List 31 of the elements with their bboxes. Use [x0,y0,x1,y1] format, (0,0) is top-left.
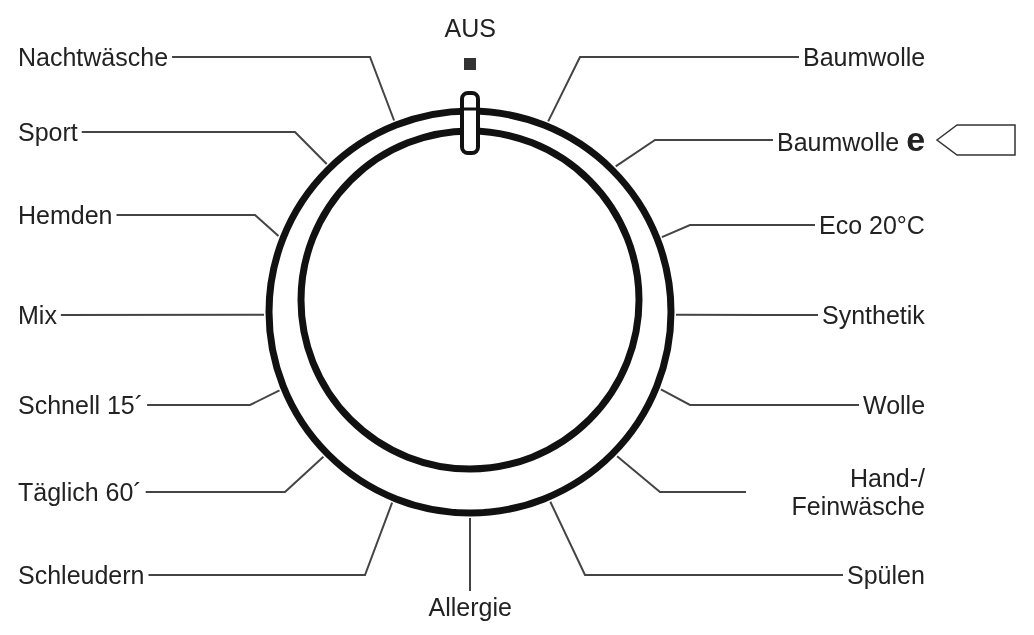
program-label: Hemden [18,201,113,229]
program-label: Allergie [428,593,512,621]
program-label: Schleudern [18,561,145,589]
program-label: Mix [18,301,57,329]
program-label: Täglich 60´ [18,478,142,506]
leader-line [115,214,280,238]
leader-line [171,56,396,122]
leader-line [59,313,265,316]
leader-line [144,455,325,493]
program-label: Hand-/ Feinwäsche [750,464,925,520]
program-label: Sport [18,118,78,146]
leader-line [80,131,328,165]
leader-line [616,455,747,493]
program-label: Eco 20°C [819,211,925,239]
leader-line [675,313,819,316]
leader-line [659,388,860,406]
program-label: Wolle [863,391,926,419]
leader-line [469,517,471,592]
program-label: Baumwolle [803,43,926,71]
leader-line [146,389,281,406]
leader-line [549,500,844,576]
program-label: Schnell 15´ [18,391,144,419]
program-label: Spülen [847,561,925,589]
dial-position-label: AUS [444,14,496,42]
leader-line [147,501,394,576]
leader-line [614,139,774,168]
leader-line [660,224,816,239]
program-label: Nachtwäsche [18,43,169,71]
leader-line [547,56,800,123]
program-label: Baumwolle e [777,124,926,156]
program-label: Synthetik [822,301,925,329]
